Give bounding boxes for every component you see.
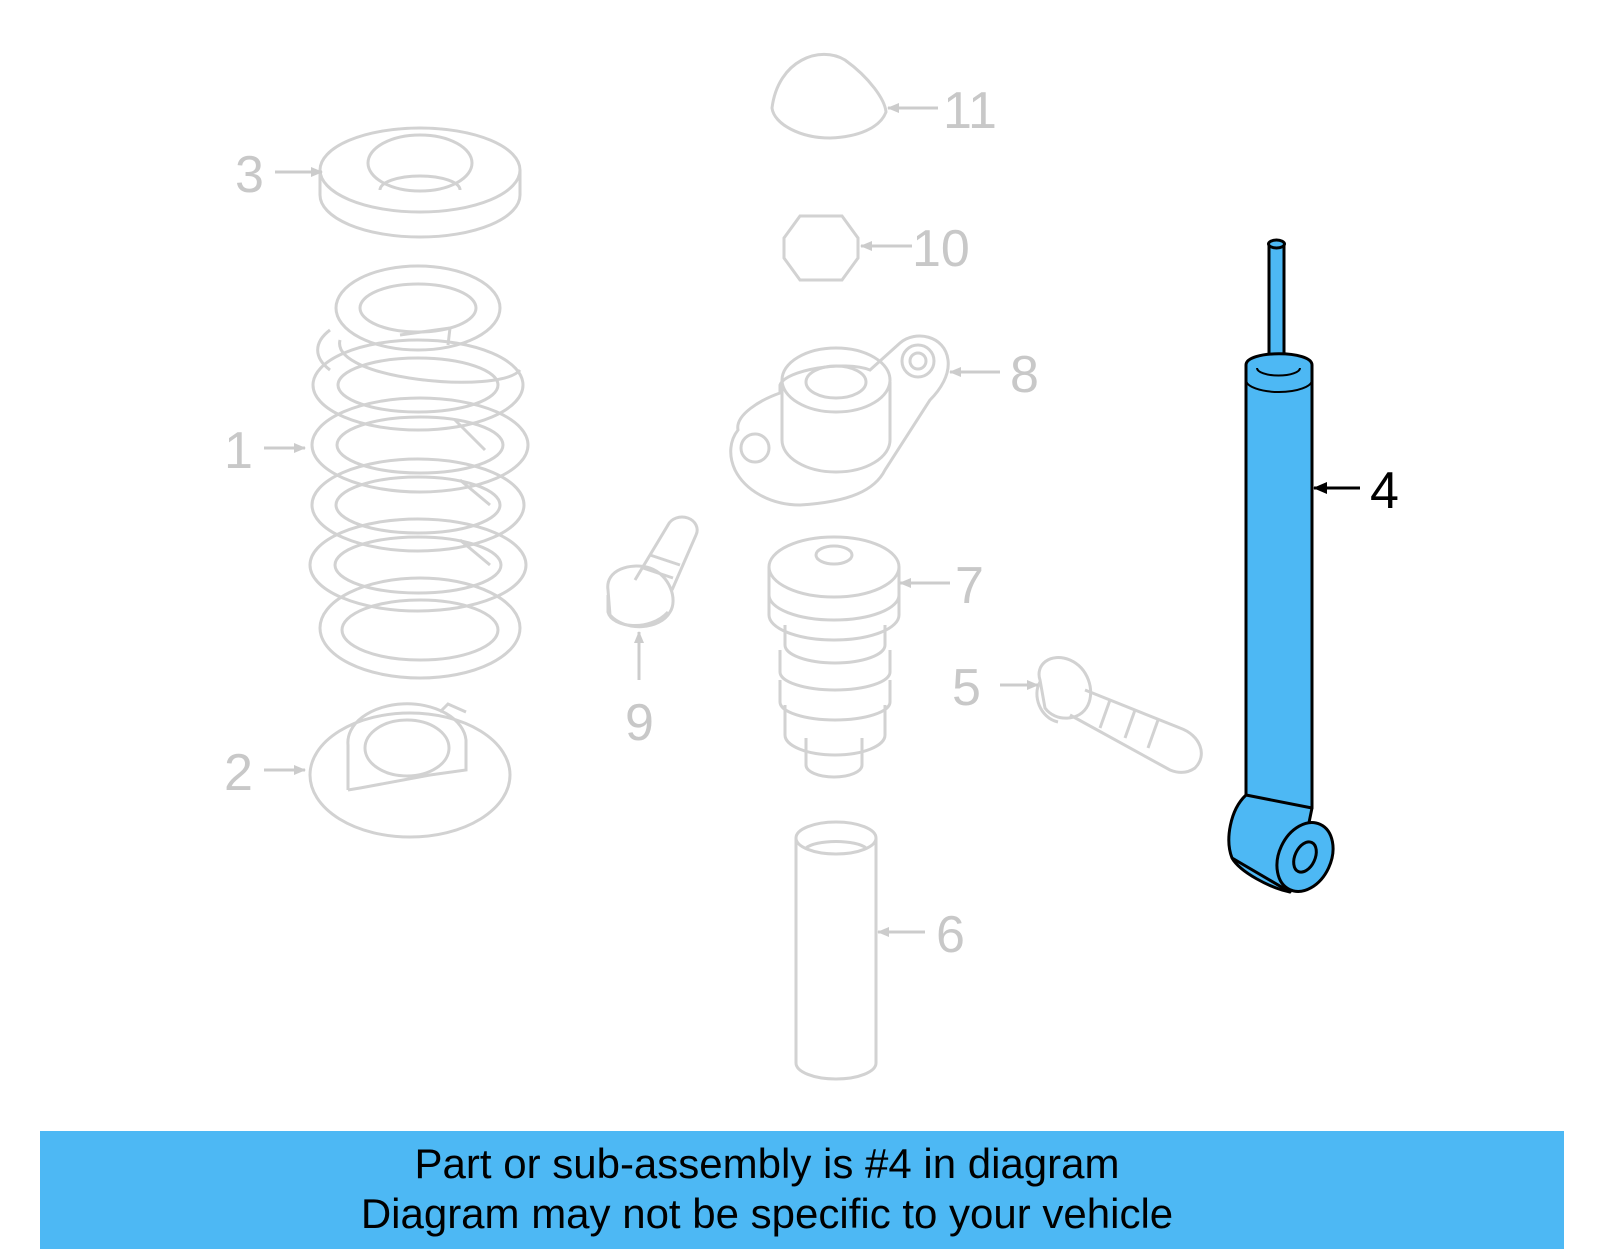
callout-4: 4 [1370, 462, 1399, 520]
callout-6: 6 [936, 906, 965, 964]
leader-lines [264, 103, 1360, 937]
callout-3: 3 [235, 146, 264, 204]
part-9-bolt [606, 515, 699, 629]
callout-9: 9 [625, 694, 654, 752]
part-11-dust-cap [770, 52, 888, 140]
info-banner: Part or sub-assembly is #4 in diagram Di… [40, 1131, 1564, 1249]
banner-line-disclaimer: Diagram may not be specific to your vehi… [360, 1190, 1174, 1237]
part-2-spring-seat-lower [308, 702, 512, 839]
part-7-bump-stop [767, 535, 901, 779]
banner-line-part-number: Part or sub-assembly is #4 in diagram [414, 1140, 1120, 1187]
part-3-spring-seat-upper [318, 126, 522, 239]
part-5-bolt [1035, 656, 1203, 774]
part-8-strut-mount [729, 334, 950, 507]
part-6-dust-boot [794, 820, 878, 1081]
part-1-coil-spring [308, 264, 530, 680]
callout-2: 2 [224, 744, 253, 802]
callout-1: 1 [224, 422, 253, 480]
part-10-nut [782, 214, 860, 282]
callout-8: 8 [1010, 346, 1039, 404]
callout-labels: 1 2 3 4 5 6 7 8 9 10 11 [224, 82, 1399, 964]
callout-11: 11 [943, 82, 997, 140]
callout-7: 7 [955, 557, 984, 615]
callout-5: 5 [952, 659, 981, 717]
callout-10: 10 [912, 220, 970, 278]
part-4-shock-absorber [1227, 238, 1335, 894]
